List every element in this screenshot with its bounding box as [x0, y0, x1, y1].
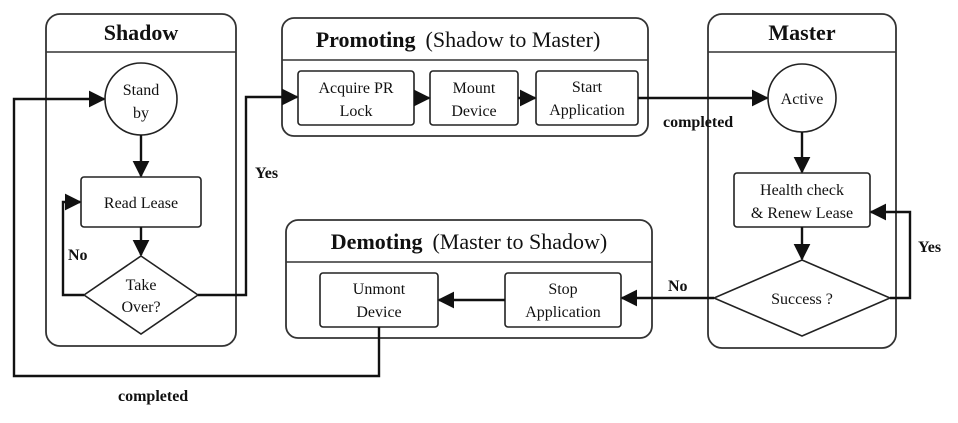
start-application-node: Start Application — [535, 70, 639, 126]
svg-text:Read Lease: Read Lease — [104, 195, 178, 212]
svg-text:Start: Start — [572, 79, 603, 96]
svg-text:Stop: Stop — [548, 281, 577, 298]
promoting-panel-title: Promoting (Shadow to Master) — [316, 27, 601, 52]
shadow-panel-title: Shadow — [104, 20, 179, 45]
unmount-device-node: Unmont Device — [319, 272, 439, 328]
label-take-over-no: No — [68, 247, 88, 264]
svg-text:Lock: Lock — [340, 103, 373, 120]
svg-text:Acquire PR: Acquire PR — [318, 80, 393, 97]
svg-text:Over?: Over? — [121, 299, 160, 316]
mount-device-node: Mount Device — [429, 70, 519, 126]
success-decision: Success ? — [711, 259, 893, 337]
master-panel-title: Master — [768, 20, 835, 45]
svg-text:Active: Active — [781, 91, 824, 108]
demoting-panel-title: Demoting (Master to Shadow) — [331, 229, 607, 254]
svg-text:by: by — [133, 105, 149, 122]
svg-text:Take: Take — [126, 277, 157, 294]
svg-text:Health check: Health check — [760, 182, 844, 199]
label-promote-completed: completed — [663, 114, 733, 131]
edge-success-yes — [869, 203, 912, 300]
edge-take-over-no — [61, 193, 84, 297]
stop-application-node: Stop Application — [504, 272, 622, 328]
active-node: Active — [767, 63, 837, 133]
svg-text:Stand: Stand — [123, 82, 159, 99]
health-check-node: Health check & Renew Lease — [733, 172, 871, 228]
label-success-no: No — [668, 278, 688, 295]
label-take-over-yes: Yes — [255, 165, 278, 182]
svg-text:Success ?: Success ? — [771, 291, 833, 308]
label-success-yes: Yes — [918, 239, 941, 256]
label-demote-completed: completed — [118, 388, 188, 405]
edge-take-over-yes — [198, 88, 299, 297]
svg-text:Application: Application — [549, 102, 625, 119]
svg-text:& Renew Lease: & Renew Lease — [751, 205, 853, 222]
read-lease-node: Read Lease — [80, 176, 202, 228]
svg-text:Application: Application — [525, 304, 601, 321]
svg-text:Device: Device — [356, 304, 401, 321]
standby-node: Stand by — [104, 62, 178, 136]
svg-text:Device: Device — [451, 103, 496, 120]
svg-text:Mount: Mount — [453, 80, 496, 97]
acquire-pr-lock-node: Acquire PR Lock — [297, 70, 415, 126]
edge-unmount-to-standby — [12, 90, 381, 378]
take-over-decision: Take Over? — [82, 255, 200, 335]
svg-text:Unmont: Unmont — [353, 281, 406, 298]
